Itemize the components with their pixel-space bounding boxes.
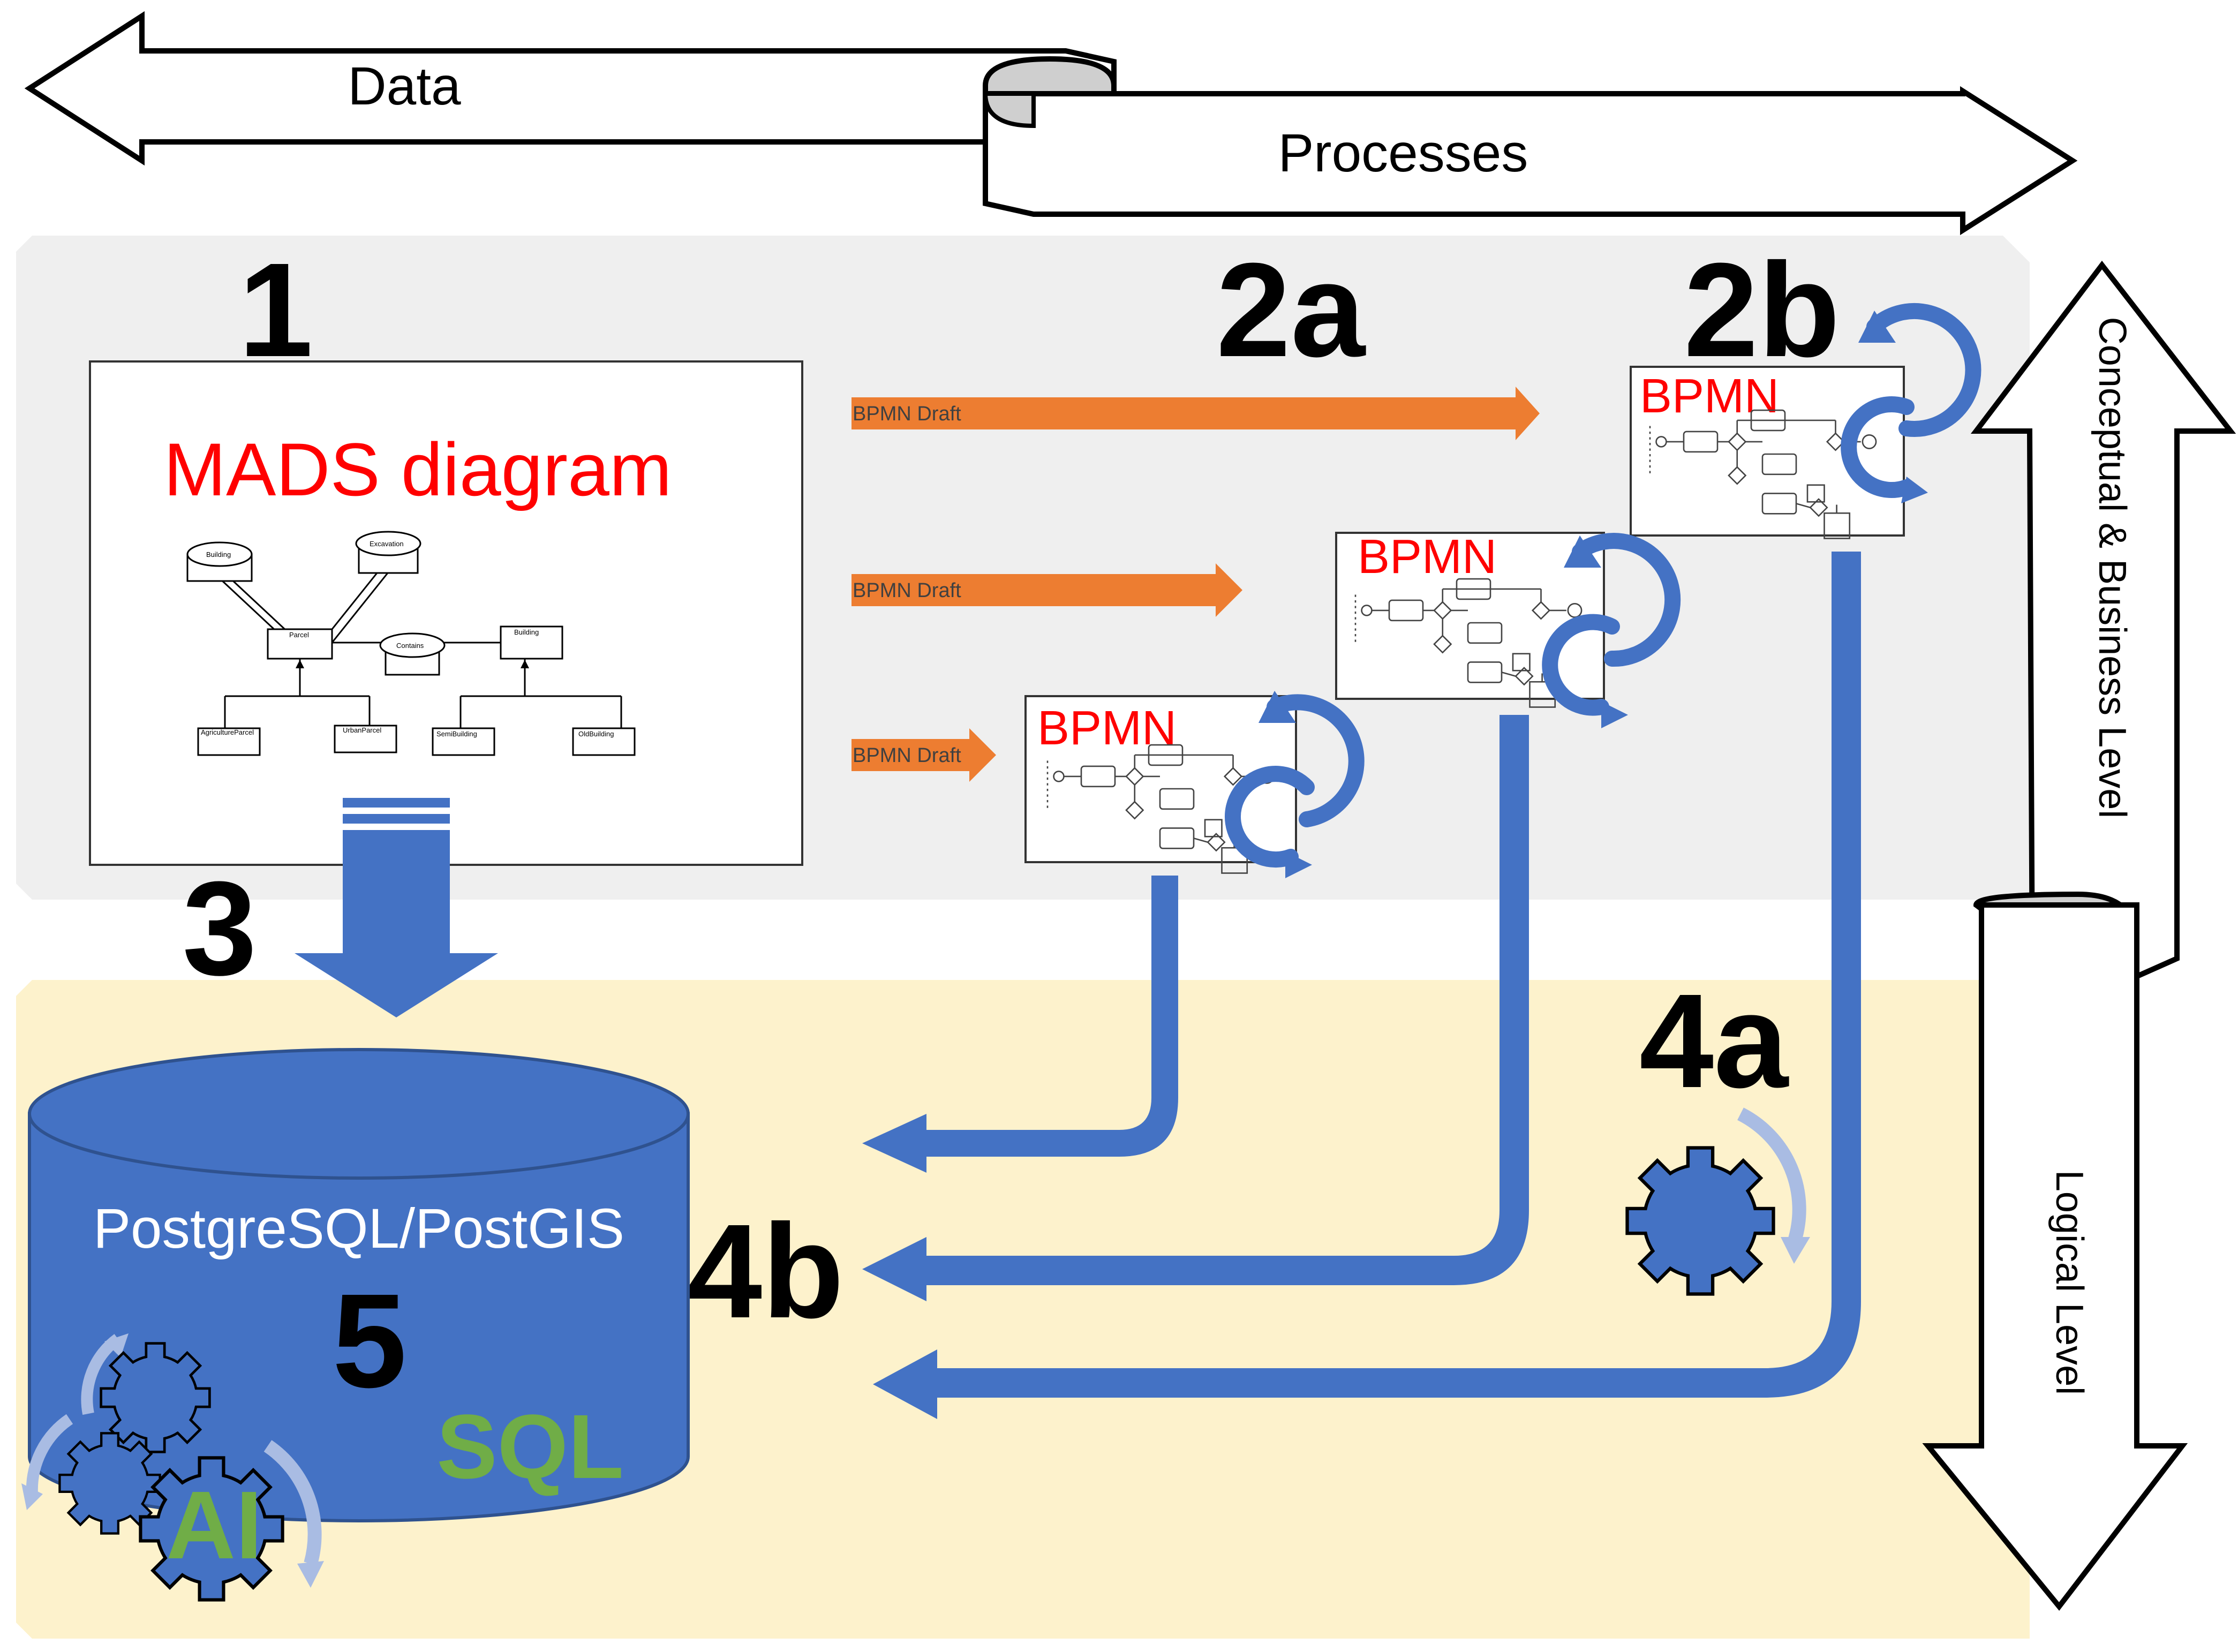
ai-gears: AI [21,1333,324,1600]
data-label: Data [348,56,461,116]
draft-arrow-2b [852,387,1540,440]
conceptual-level-label: Conceptual & Business Level [2091,317,2134,819]
data-arrow [24,11,1117,166]
mads-class-labels: Building Excavation Parcel Contains Buil… [201,540,614,738]
bpmn-title: BPMN [1037,701,1177,755]
class-label: UrbanParcel [343,726,381,734]
step-3-number: 3 [182,854,257,1003]
logical-arrow [1922,902,2188,1611]
mads-box [89,360,803,866]
class-label: SemiBuilding [436,730,477,738]
bpmn-title: BPMN [1640,369,1779,423]
step-3-arrow [295,798,498,1017]
step-1-number: 1 [238,235,313,384]
mads-schema [186,531,636,756]
step-4a-number: 4a [1639,966,1789,1115]
processes-arrow-curl [983,92,1036,129]
database-cylinder: PostgreSQL/PostGIS 5 SQL [28,1048,690,1522]
draft-label: BPMN Draft [853,579,961,602]
gear-4a-icon [1627,1107,1810,1294]
refresh-arrowheads [1259,311,1928,878]
sql-label: SQL [436,1396,623,1498]
processes-arrow [983,86,2078,236]
return-arrow-1 [862,876,1178,1173]
processes-label: Processes [1278,123,1528,183]
draft-arrow-2a [852,563,1242,617]
database-name: PostgreSQL/PostGIS [93,1197,624,1260]
bpmn-box-2: BPMN [1335,530,1605,708]
step-2b-number: 2b [1684,235,1840,384]
bpmn-title: BPMN [1358,530,1497,584]
refresh-icons [1224,303,1981,868]
class-label: Building [514,628,539,636]
logical-level-label: Logical Level [2048,1170,2091,1395]
class-label: OldBuilding [578,730,614,738]
class-label: Building [206,550,231,559]
refresh-icon [1542,533,1681,716]
class-label: Excavation [370,540,404,548]
bpmn-box-3: BPMN [1630,366,1905,539]
class-label: AgricultureParcel [201,728,254,736]
level-arrow: Conceptual & Business Level Logical Leve… [1922,260,2236,1611]
return-arrows [862,552,1861,1419]
class-label: Contains [396,642,424,650]
bpmn-box-1: BPMN [1024,695,1297,874]
step-4b-number: 4b [688,1196,844,1346]
draft-label: BPMN Draft [853,403,961,425]
draft-arrow-1 [852,728,996,782]
class-label: Parcel [289,631,309,639]
draft-label: BPMN Draft [853,744,961,767]
bpmn-draft-arrows: BPMN Draft BPMN Draft BPMN Draft [852,387,1540,782]
step-5-number: 5 [332,1266,406,1415]
mads-title: MADS diagram [163,427,672,511]
ai-label: AI [166,1472,262,1579]
mads-diagram-panel: MADS diagram [89,360,803,866]
refresh-icon [1224,694,1365,868]
data-processes-arrows: Data Processes [24,11,2078,236]
refresh-icon [1841,303,1981,498]
step-2a-number: 2a [1216,235,1366,384]
